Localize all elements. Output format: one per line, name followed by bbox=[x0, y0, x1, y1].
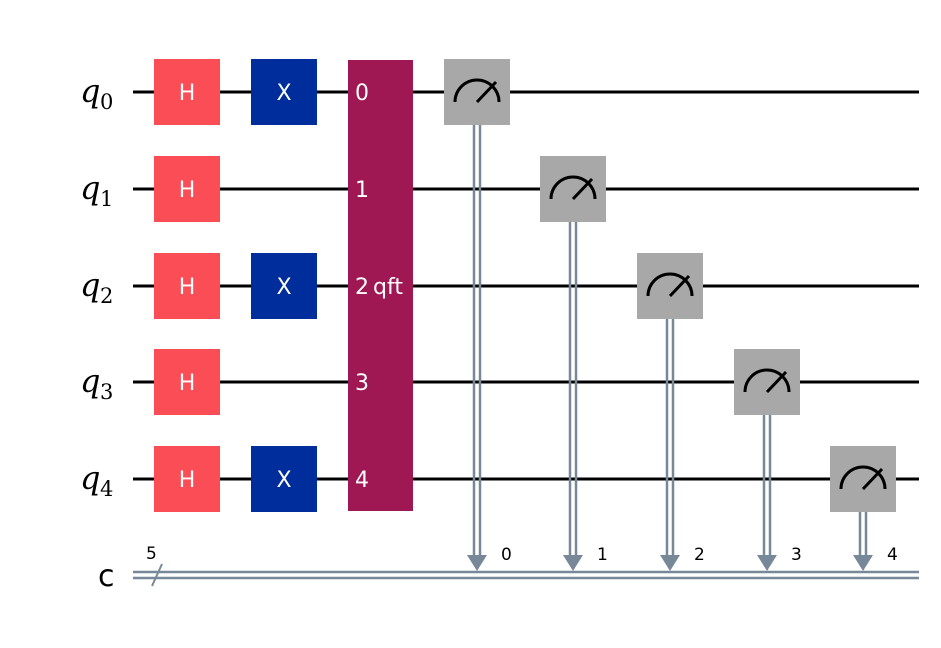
x-gate-label: X bbox=[276, 81, 291, 106]
x-gate-q0 bbox=[251, 59, 317, 125]
h-gate-label: H bbox=[179, 178, 196, 203]
x-gate-q4 bbox=[251, 446, 317, 512]
qubit-label-4: q bbox=[80, 459, 100, 497]
clbit-label-1: 1 bbox=[597, 545, 608, 565]
h-gate-label: H bbox=[179, 81, 196, 106]
qubit-index-3: 3 bbox=[100, 380, 113, 404]
qubit-label-1: q bbox=[80, 169, 100, 207]
h-gate-q4 bbox=[154, 446, 220, 512]
measure-box bbox=[734, 349, 800, 415]
meter-needle-icon bbox=[861, 467, 884, 491]
x-gate-label: X bbox=[276, 275, 291, 300]
meter-needle-icon bbox=[668, 274, 691, 298]
meter-icon bbox=[839, 465, 887, 490]
register-size-slash bbox=[151, 563, 163, 587]
measure-arrow bbox=[467, 555, 487, 571]
h-gate-q0 bbox=[154, 59, 220, 125]
classical-register-label: c bbox=[98, 559, 115, 594]
qubit-label-0: q bbox=[80, 72, 100, 110]
h-gate-label: H bbox=[179, 371, 196, 396]
clbit-label-2: 2 bbox=[694, 545, 705, 565]
measure-box bbox=[540, 156, 606, 222]
meter-icon bbox=[549, 175, 597, 200]
measure-gate-q2 bbox=[637, 253, 703, 571]
qubit-index-2: 2 bbox=[100, 284, 113, 308]
measure-gate-q0 bbox=[444, 59, 510, 571]
measure-arrow bbox=[563, 555, 583, 571]
qft-qubit-label-3: 3 bbox=[355, 371, 369, 396]
meter-icon bbox=[743, 368, 791, 393]
x-gate-label: X bbox=[276, 468, 291, 493]
meter-icon bbox=[453, 78, 501, 103]
qubit-index-4: 4 bbox=[100, 477, 113, 501]
qft-gate bbox=[348, 60, 413, 511]
x-gate-q2 bbox=[251, 253, 317, 319]
measure-gate-q1 bbox=[540, 156, 606, 571]
measure-gate-q3 bbox=[734, 349, 800, 571]
meter-icon bbox=[646, 272, 694, 297]
clbit-label-3: 3 bbox=[791, 545, 802, 565]
clbit-label-0: 0 bbox=[501, 545, 512, 565]
measure-box bbox=[444, 59, 510, 125]
qubit-index-1: 1 bbox=[100, 187, 113, 211]
h-gate-label: H bbox=[179, 468, 196, 493]
meter-needle-icon bbox=[571, 177, 594, 201]
h-gate-q2 bbox=[154, 253, 220, 319]
meter-needle-icon bbox=[475, 80, 498, 104]
h-gate-label: H bbox=[179, 275, 196, 300]
h-gate-q1 bbox=[154, 156, 220, 222]
h-gate-q3 bbox=[154, 349, 220, 415]
qft-qubit-label-2: 2 bbox=[355, 275, 369, 300]
qubit-index-0: 0 bbox=[100, 90, 113, 114]
measure-arrow bbox=[757, 555, 777, 571]
clbit-label-4: 4 bbox=[887, 545, 898, 565]
measure-arrow bbox=[660, 555, 680, 571]
qubit-label-3: q bbox=[80, 362, 100, 400]
classical-register-size: 5 bbox=[146, 544, 157, 564]
meter-needle-icon bbox=[765, 370, 788, 394]
qft-qubit-label-4: 4 bbox=[355, 468, 369, 493]
measure-box bbox=[830, 446, 896, 512]
measure-box bbox=[637, 253, 703, 319]
qft-qubit-label-1: 1 bbox=[355, 178, 369, 203]
qft-gate-label: qft bbox=[373, 275, 403, 300]
measure-arrow bbox=[853, 555, 873, 571]
qft-qubit-label-0: 0 bbox=[355, 81, 369, 106]
qubit-label-2: q bbox=[80, 266, 100, 304]
measure-gate-q4 bbox=[830, 446, 896, 571]
